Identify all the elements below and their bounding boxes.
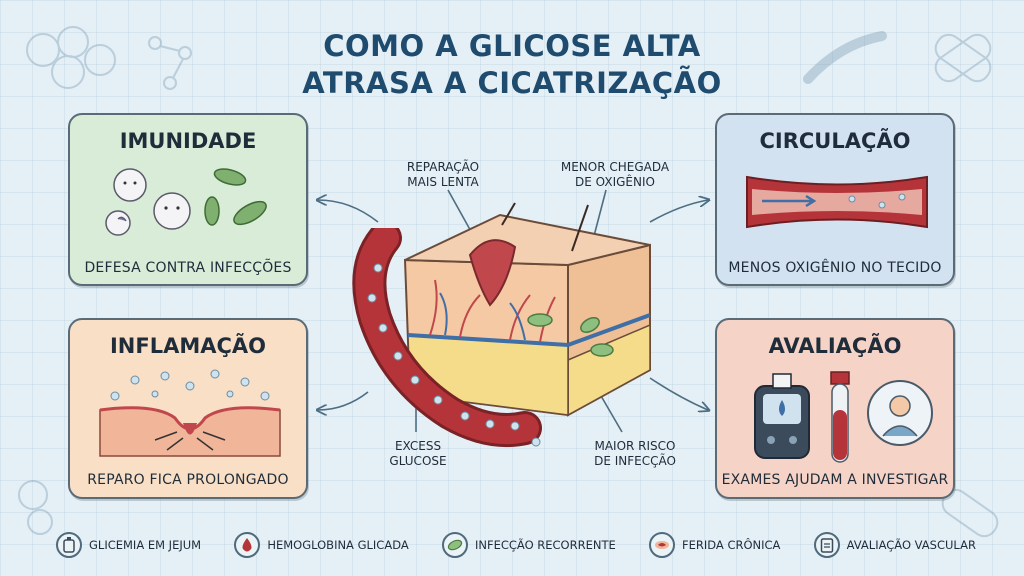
- footer-label-hemoglobina: HEMOGLOBINA GLICADA: [267, 538, 409, 552]
- label-reparacao: REPARAÇÃO MAIS LENTA: [406, 160, 480, 189]
- card-circulacao: CIRCULAÇÃO MENOS OXIGÊNIO NO TECIDO: [715, 113, 955, 286]
- page-title: COMO A GLICOSE ALTA ATRASA A CICATRIZAÇÃ…: [262, 28, 762, 102]
- footer-label-vascular: AVALIAÇÃO VASCULAR: [846, 538, 976, 552]
- arrow-to-avaliacao: [649, 377, 708, 410]
- footer-legend: GLICEMIA EM JEJUM HEMOGLOBINA GLICADA IN…: [56, 527, 976, 563]
- blood-tube-icon: [830, 371, 850, 463]
- card-inflamacao-title: INFLAMAÇÃO: [109, 334, 267, 358]
- card-circulacao-title: CIRCULAÇÃO: [759, 129, 911, 153]
- label-oxigenio: MENOR CHEGADA DE OXIGÊNIO: [560, 160, 670, 189]
- inflamed-skin-icon: [99, 369, 281, 457]
- clipboard-icon: [813, 532, 840, 558]
- arrow-to-imunidade: [318, 200, 379, 223]
- vessel-illustration: [352, 228, 542, 448]
- card-avaliacao: AVALIAÇÃO EXAMES AJUDAM A INVESTIGAR: [715, 318, 955, 499]
- molecule-doodle-icon: [148, 36, 192, 90]
- footer-item-vascular: AVALIAÇÃO VASCULAR: [813, 532, 976, 558]
- glucometer-icon: [56, 532, 82, 558]
- label-glucose: EXCESS GLUCOSE: [389, 439, 447, 468]
- card-imunidade-caption: DEFESA CONTRA INFECÇÕES: [84, 260, 292, 276]
- footer-item-hemoglobina: HEMOGLOBINA GLICADA: [234, 532, 409, 558]
- immune-cells-bacteria-icon: [105, 168, 267, 236]
- card-inflamacao-caption: REPARO FICA PROLONGADO: [87, 472, 289, 488]
- card-inflamacao: INFLAMAÇÃO REPARO FICA PROLONGADO: [68, 318, 308, 499]
- footer-item-glicemia: GLICEMIA EM JEJUM: [56, 532, 201, 558]
- title-line-2: ATRASA A CICATRIZAÇÃO: [302, 66, 722, 100]
- wound-icon: [649, 532, 676, 558]
- footer-item-infeccao: INFECÇÃO RECORRENTE: [441, 532, 616, 558]
- footer-item-ferida: FERIDA CRÔNICA: [649, 532, 780, 558]
- cells-doodle-icon: [26, 26, 116, 89]
- vessel-doodle-icon: [803, 31, 887, 84]
- card-circulacao-caption: MENOS OXIGÊNIO NO TECIDO: [728, 260, 942, 276]
- doctor-icon: [867, 380, 933, 446]
- narrowed-vessel-icon: [746, 175, 928, 229]
- card-avaliacao-title: AVALIAÇÃO: [768, 334, 902, 358]
- card-avaliacao-caption: EXAMES AJUDAM A INVESTIGAR: [721, 472, 949, 488]
- cells-doodle-icon-2: [18, 480, 53, 535]
- footer-label-glicemia: GLICEMIA EM JEJUM: [89, 538, 202, 552]
- footer-label-ferida: FERIDA CRÔNICA: [682, 538, 781, 552]
- card-imunidade: IMUNIDADE DEFESA CONTRA INFECÇÕES: [68, 113, 308, 286]
- skin-block-illustration: [403, 202, 651, 417]
- footer-label-infeccao: INFECÇÃO RECORRENTE: [474, 538, 616, 552]
- arrow-to-circulacao: [649, 200, 708, 223]
- card-imunidade-title: IMUNIDADE: [119, 129, 257, 153]
- blood-drop-icon: [234, 532, 261, 558]
- bandage-doodle-icon: [934, 33, 992, 83]
- bacteria-icon: [441, 532, 468, 558]
- glucometer-icon: [754, 373, 810, 459]
- label-infeccao: MAIOR RISCO DE INFECÇÃO: [594, 439, 676, 468]
- title-line-1: COMO A GLICOSE ALTA: [323, 29, 701, 63]
- arrow-to-inflamacao: [318, 391, 369, 410]
